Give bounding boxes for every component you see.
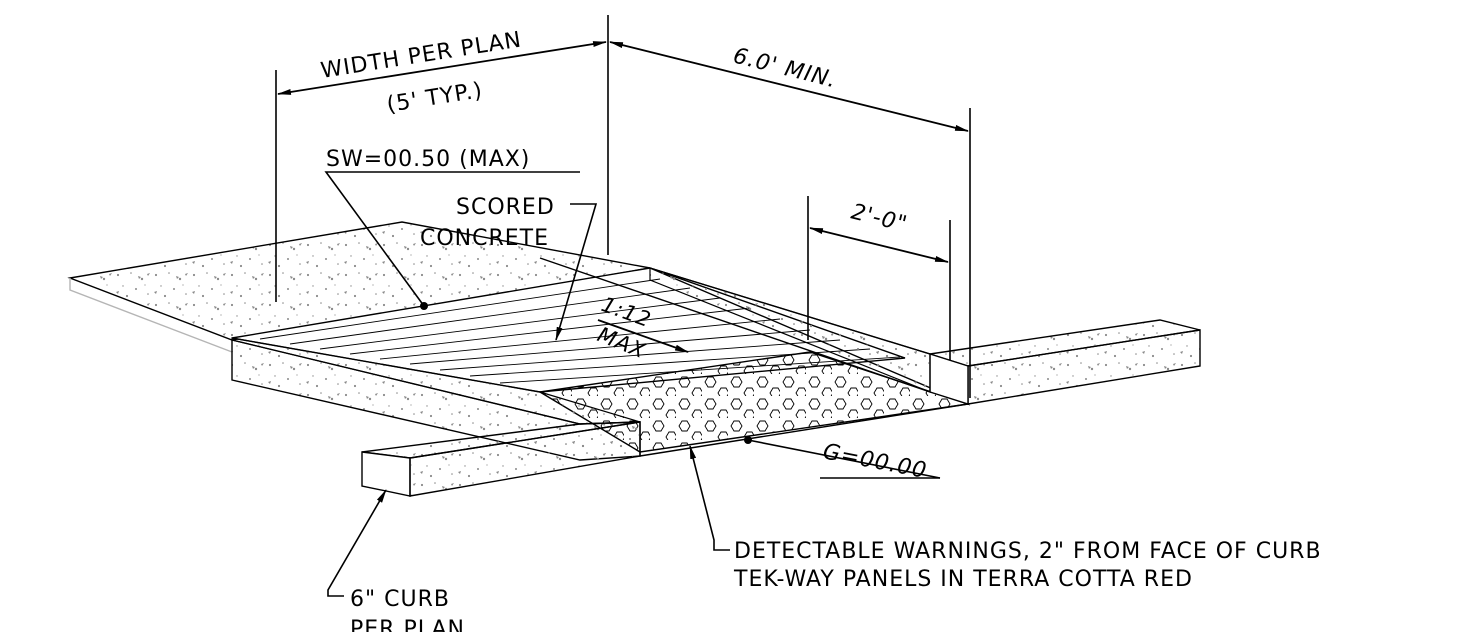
six-ft-dim (609, 41, 969, 132)
back-sidewalk-edge (69, 278, 233, 353)
curb-line2-label: PER PLAN (350, 617, 465, 632)
gutter-leader (747, 439, 941, 479)
scored-label: SCORED (456, 195, 555, 220)
dimension-lines (277, 41, 969, 353)
detectable-line2-label: TEK-WAY PANELS IN TERRA COTTA RED (733, 567, 1193, 592)
curb-leader (327, 489, 387, 597)
sw-leader (324, 171, 580, 307)
width-per-plan-label: WIDTH PER PLAN (319, 27, 524, 83)
leader-lines (324, 171, 941, 597)
width-dim (277, 41, 607, 95)
width-typ-label: (5' TYP.) (385, 78, 485, 118)
two-ft-dim (809, 227, 949, 263)
two-ft-label: 2'-0" (849, 200, 910, 238)
sw-max-label: SW=00.50 (MAX) (326, 147, 530, 172)
slope-arrow (597, 319, 689, 353)
detectable-line1-label: DETECTABLE WARNINGS, 2" FROM FACE OF CUR… (734, 539, 1322, 564)
extension-lines (275, 15, 971, 398)
curb-line1-label: 6" CURB (350, 587, 450, 612)
curb-end-face (361, 451, 411, 497)
flare-edge (539, 257, 931, 393)
sw-point (420, 302, 428, 310)
scored-leader (555, 203, 598, 341)
detectable-leader (689, 445, 730, 551)
gutter-point (744, 436, 752, 444)
concrete-label: CONCRETE (420, 226, 549, 251)
